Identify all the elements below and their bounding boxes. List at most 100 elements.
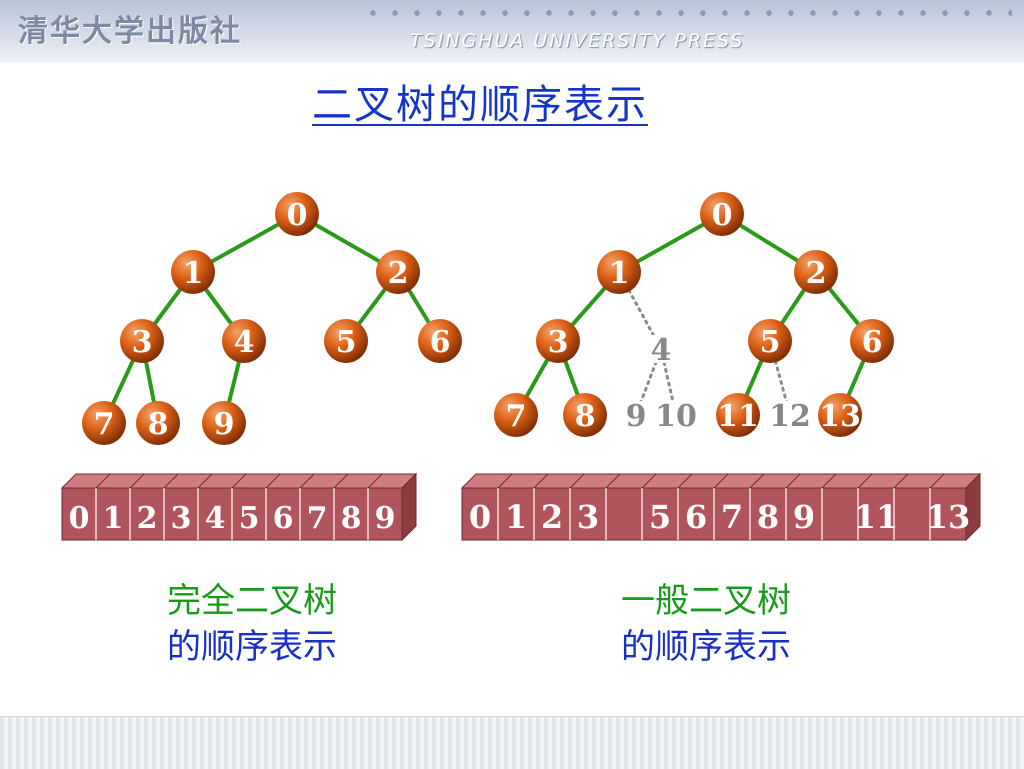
general-tree-node-circle (850, 319, 894, 363)
caption-complete-line1: 完全二叉树 (167, 581, 337, 621)
general-tree-node-label: 10 (655, 399, 697, 434)
complete-tree-node-label: 1 (183, 256, 204, 291)
general-tree-node-label: 4 (651, 333, 672, 368)
general-array-cell-divider-top (497, 473, 513, 489)
complete-array-cell-divider-top (231, 473, 247, 489)
general-tree-node-label: 12 (769, 399, 811, 434)
press-name: TSINGHUA UNIVERSITY PRESS (410, 30, 745, 52)
complete-array-cell-divider-top (129, 473, 145, 489)
general-tree-ghost-backing (621, 401, 651, 429)
general-tree-node-circle (748, 319, 792, 363)
general-tree-node-label: 6 (862, 325, 883, 360)
publisher-name: 清华大学出版社 (18, 14, 242, 49)
caption-complete-tree: 完全二叉树 的顺序表示 (102, 578, 402, 670)
general-tree-node-circle (597, 250, 641, 294)
complete-tree-node-label: 6 (430, 325, 451, 360)
header-banner: 清华大学出版社 TSINGHUA UNIVERSITY PRESS (0, 0, 1024, 62)
complete-array-cell-value: 1 (103, 501, 124, 536)
slide-title: 二叉树的顺序表示 (312, 82, 648, 128)
complete-tree-node-circle (82, 401, 126, 445)
general-tree-ghost-backing (775, 401, 805, 429)
complete-array-cell-value: 7 (307, 501, 328, 536)
complete-tree-node-label: 8 (148, 407, 169, 442)
complete-tree-node-circle (171, 250, 215, 294)
complete-tree-node-circle (202, 401, 246, 445)
complete-array-cell-value: 6 (273, 501, 294, 536)
general-array-cell-divider-top (785, 473, 801, 489)
general-array-cell-value: 13 (926, 498, 971, 536)
complete-tree-node-label: 4 (234, 325, 255, 360)
general-array-cell-divider-top (533, 473, 549, 489)
complete-array-cell-divider-top (367, 473, 383, 489)
general-tree-node-circle (818, 393, 862, 437)
complete-array-cell-value: 2 (137, 501, 158, 536)
complete-array-cell-divider-top (197, 473, 213, 489)
general-tree-node-label: 9 (626, 399, 647, 434)
complete-array-cell-divider-top (333, 473, 349, 489)
complete-array-cell-divider-top (95, 473, 111, 489)
general-array-cell-divider-top (749, 473, 765, 489)
general-array-cell-value: 9 (793, 498, 815, 536)
complete-tree-node-label: 3 (132, 325, 153, 360)
caption-general-line2: 的顺序表示 (621, 627, 791, 667)
general-array-cell-divider-top (569, 473, 585, 489)
general-array-cell-divider-top (893, 473, 909, 489)
header-dot-pattern (362, 8, 1012, 18)
complete-array-cell-value: 8 (341, 501, 362, 536)
complete-array-cell-value: 9 (375, 501, 396, 536)
general-array-cell-divider-top (713, 473, 729, 489)
general-tree-node-circle (563, 393, 607, 437)
general-tree-node-label: 2 (806, 256, 827, 291)
complete-tree-node-label: 9 (214, 407, 235, 442)
general-array-cell-divider-top (857, 473, 873, 489)
general-array-cell-divider-top (929, 473, 945, 489)
complete-array-cell-value: 0 (69, 501, 90, 536)
general-array-cell-divider-top (677, 473, 693, 489)
complete-array-cell-divider-top (265, 473, 281, 489)
complete-tree-node-circle (275, 192, 319, 236)
complete-array-cell-divider-top (163, 473, 179, 489)
complete-tree-node-label: 7 (94, 407, 115, 442)
complete-tree-node-label: 0 (287, 198, 308, 233)
complete-tree-node-circle (418, 319, 462, 363)
general-tree-node-circle (794, 250, 838, 294)
footer-band (0, 716, 1024, 769)
general-array-cell-value: 3 (577, 498, 599, 536)
general-tree-node-circle (494, 393, 538, 437)
complete-array-cell-value: 5 (239, 501, 260, 536)
general-tree-node-circle (716, 393, 760, 437)
general-tree-node-label: 7 (506, 399, 527, 434)
caption-general-tree: 一般二叉树 的顺序表示 (556, 578, 856, 670)
complete-tree-node-circle (324, 319, 368, 363)
general-array-cell-divider-top (605, 473, 621, 489)
general-tree-ghost-backing (646, 335, 676, 363)
general-array-cell-value: 1 (505, 498, 527, 536)
general-array-cell-value: 2 (541, 498, 563, 536)
complete-tree-node-label: 2 (388, 256, 409, 291)
general-tree-node-label: 8 (575, 399, 596, 434)
general-tree-node-label: 13 (819, 399, 861, 434)
general-array-cell-divider-top (641, 473, 657, 489)
complete-tree-node-label: 5 (336, 325, 357, 360)
complete-tree-node-circle (222, 319, 266, 363)
general-tree-node-label: 0 (712, 198, 733, 233)
general-tree-node-circle (536, 319, 580, 363)
complete-array-cell-value: 4 (205, 501, 226, 536)
general-array-cell-value: 5 (649, 498, 671, 536)
general-tree-ghost-backing (661, 401, 691, 429)
complete-array-cell-value: 3 (171, 501, 192, 536)
complete-array-cell-divider-top (299, 473, 315, 489)
general-tree-node-label: 5 (760, 325, 781, 360)
caption-general-line1: 一般二叉树 (621, 581, 791, 621)
general-tree-node-label: 3 (548, 325, 569, 360)
general-array-cell-value: 11 (854, 498, 899, 536)
general-array-cell-divider-top (821, 473, 837, 489)
complete-tree-node-circle (136, 401, 180, 445)
general-tree-node-label: 1 (609, 256, 630, 291)
general-tree-node-circle (700, 192, 744, 236)
complete-tree-node-circle (376, 250, 420, 294)
